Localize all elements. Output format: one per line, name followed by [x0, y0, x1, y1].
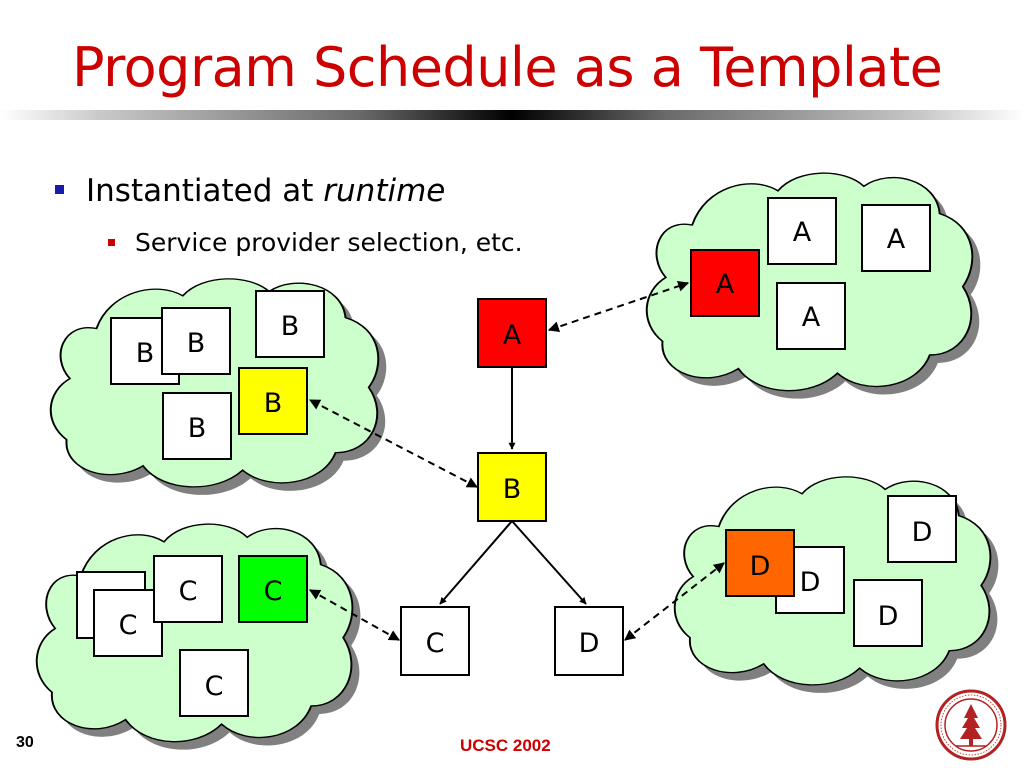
cloud-D: D D D D [675, 477, 999, 693]
cloud-A-node: A [776, 282, 846, 350]
svg-text:A: A [503, 320, 522, 351]
cloud-B-node: B [161, 307, 231, 375]
cloud-A: A A A A [647, 173, 981, 399]
binding-A [547, 280, 690, 333]
cloud-D-selected-node: D [725, 529, 795, 597]
svg-text:D: D [750, 551, 771, 582]
cloud-B-node: B [255, 290, 325, 358]
svg-text:D: D [579, 628, 600, 659]
cloud-C-node: C [179, 649, 249, 717]
bullet-level-2-text: Service provider selection, etc. [135, 228, 523, 257]
cloud-C-node: C [153, 555, 223, 623]
schedule-node-C: C [400, 606, 470, 676]
title-divider [0, 110, 1024, 120]
cloud-A-node: A [767, 197, 837, 265]
bullet-level-1-emphasis: runtime [323, 173, 446, 209]
binding-C [309, 589, 400, 641]
cloud-B-selected-node: B [238, 367, 308, 435]
bullet-level-2: Service provider selection, etc. [108, 228, 523, 257]
svg-text:C: C [119, 610, 138, 641]
university-seal-icon [935, 689, 1007, 761]
cloud-B-node: B [162, 392, 232, 460]
footer-label: UCSC 2002 [460, 736, 551, 755]
svg-text:C: C [205, 671, 224, 702]
schedule-node-D: D [554, 606, 624, 676]
svg-text:D: D [800, 567, 821, 598]
svg-text:A: A [802, 302, 821, 333]
svg-text:C: C [179, 576, 198, 607]
svg-text:B: B [264, 388, 283, 419]
svg-text:C: C [264, 576, 283, 607]
svg-text:B: B [281, 311, 300, 342]
edge-B-C [439, 520, 513, 605]
cloud-A-node: A [861, 204, 931, 272]
bullet-level-1-text: Instantiated at [86, 173, 324, 209]
svg-text:D: D [912, 517, 933, 548]
cloud-C-node: C [93, 589, 163, 657]
bullet-square-icon [108, 238, 115, 246]
schedule-node-B: B [477, 452, 547, 522]
cloud-D-node: D [887, 495, 957, 563]
svg-text:D: D [878, 601, 899, 632]
cloud-C: C C C C [37, 524, 361, 750]
edge-B-D [511, 520, 587, 605]
svg-text:A: A [793, 217, 812, 248]
bullet-square-icon [55, 185, 64, 194]
schedule-node-A: A [477, 298, 547, 368]
svg-text:B: B [188, 413, 207, 444]
svg-text:B: B [136, 338, 155, 369]
svg-text:B: B [503, 474, 522, 505]
slide-number: 30 [16, 734, 34, 751]
cloud-C-selected-node: C [238, 555, 308, 623]
svg-text:B: B [187, 328, 206, 359]
binding-B [309, 399, 478, 488]
slide-title: Program Schedule as a Template [72, 36, 943, 99]
cloud-B: B B B B B [51, 279, 387, 495]
svg-text:A: A [887, 224, 906, 255]
svg-text:A: A [716, 269, 735, 300]
bullet-level-1: Instantiated at runtime [55, 173, 445, 209]
binding-D [624, 562, 725, 641]
cloud-D-node: D [853, 579, 923, 647]
svg-text:C: C [426, 628, 445, 659]
cloud-A-selected-node: A [690, 249, 760, 317]
